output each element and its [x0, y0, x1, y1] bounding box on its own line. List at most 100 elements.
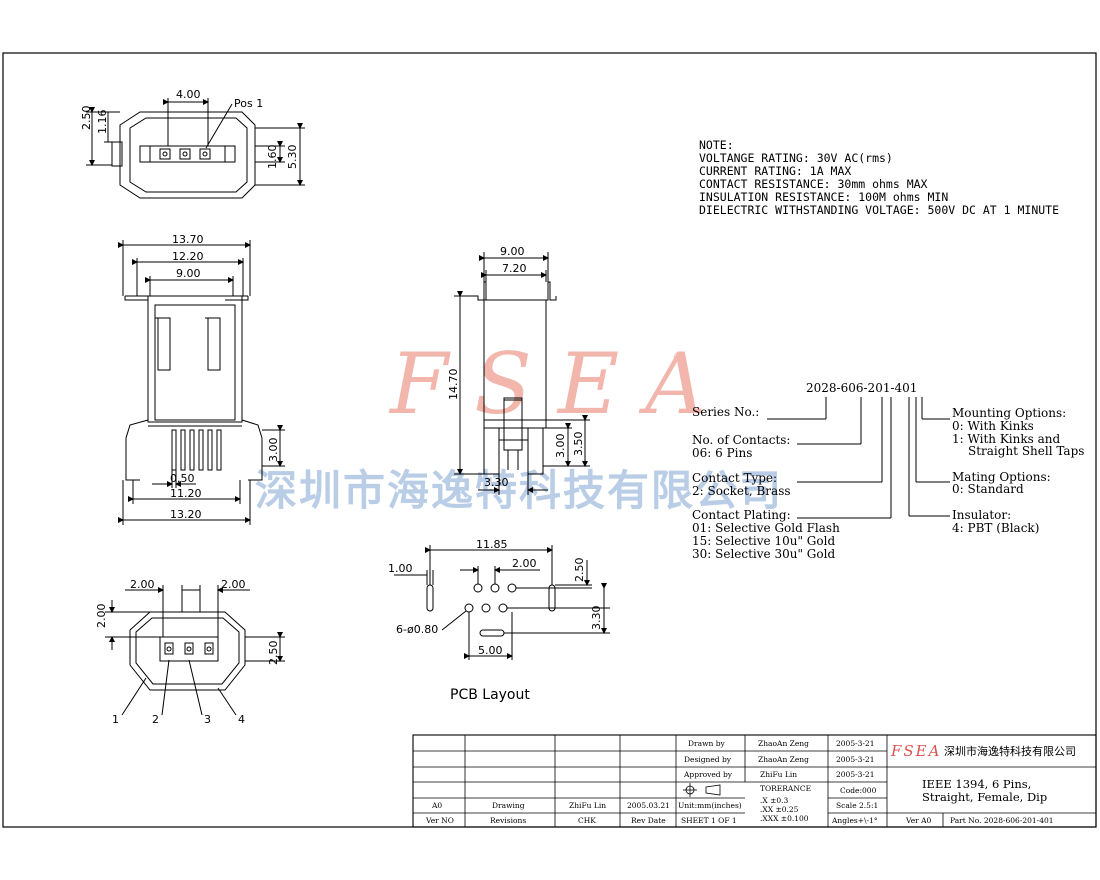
pcb-layout-label: PCB Layout [450, 687, 530, 703]
mounting-value: Straight Shell Taps [968, 444, 1084, 458]
rev-drawing: Drawing [492, 801, 525, 810]
description-line-2: Straight, Female, Dip [922, 790, 1047, 804]
dim-9-00: 9.00 [176, 267, 201, 280]
end-dim-2-00-c: 2.00 [95, 604, 108, 629]
watermark-company: 深圳市海逸特科技有限公司 [255, 466, 783, 515]
header-rev-date: Rev Date [631, 816, 666, 825]
mounting-label: Mounting Options: [952, 406, 1066, 420]
rev-chk-name: ZhiFu Lin [569, 801, 606, 810]
note-line: CURRENT RATING: 1A MAX [699, 164, 851, 178]
tolerance-3: .XXX ±0.100 [760, 814, 809, 823]
contacts-value: 06: 6 Pins [692, 446, 752, 460]
designed-date: 2005-3-21 [836, 755, 874, 764]
note-line: CONTACT RESISTANCE: 30mm ohms MAX [699, 177, 928, 191]
drawn-label: Drawn by [688, 739, 726, 748]
callout-4: 4 [238, 713, 245, 726]
mounting-value: 0: With Kinks [952, 419, 1034, 433]
side-dim-7-20: 7.20 [502, 262, 527, 275]
dim-1-16: 1.16 [96, 110, 109, 135]
plating-label: Contact Plating: [692, 508, 791, 522]
front-view [118, 240, 285, 525]
approved-name: ZhiFu Lin [760, 770, 797, 779]
dim-13-20: 13.20 [170, 508, 202, 521]
callout-1: 1 [112, 713, 119, 726]
mating-label: Mating Options: [952, 470, 1051, 484]
dim-13-70: 13.70 [172, 233, 204, 246]
side-dim-3-50: 3.50 [572, 432, 585, 457]
title-block-text: Drawn by ZhaoAn Zeng 2005-3-21 Designed … [425, 739, 1076, 825]
dim-5-30: 5.30 [286, 145, 299, 170]
pcb-layout-labels: 11.85 1.00 2.00 2.50 3.30 6-ø0.80 5.00 P… [388, 538, 603, 703]
pcb-dim-3-30: 3.30 [590, 606, 603, 631]
notes: NOTE: VOLTANGE RATING: 30V AC(rms) CURRE… [699, 138, 1059, 217]
drawn-date: 2005-3-21 [836, 739, 874, 748]
tolerance-2: .XX ±0.25 [760, 805, 799, 814]
dim-0-50: 0.50 [170, 472, 195, 485]
pcb-dim-5-00: 5.00 [478, 644, 503, 657]
approved-date: 2005-3-21 [836, 770, 874, 779]
drawn-name: ZhaoAn Zeng [758, 739, 809, 748]
note-line: INSULATION RESISTANCE: 100M ohms MIN [699, 190, 948, 204]
part-number-labels: 2028-606-201-401 Series No.: No. of Cont… [692, 381, 1084, 561]
designed-name: ZhaoAn Zeng [758, 755, 809, 764]
side-dim-14-70: 14.70 [447, 369, 460, 401]
watermark-registered: ® [672, 350, 686, 366]
pcb-dim-1-00: 1.00 [388, 562, 413, 575]
note-line: VOLTANGE RATING: 30V AC(rms) [699, 151, 893, 165]
side-dim-9-00: 9.00 [500, 245, 525, 258]
part-code: 2028-606-201-401 [806, 381, 917, 395]
designed-label: Designed by [684, 755, 732, 764]
title-logo: FSEA [890, 742, 941, 760]
callout-3: 3 [204, 713, 211, 726]
plating-value: 30: Selective 30u" Gold [692, 547, 835, 561]
header-revisions: Revisions [490, 816, 526, 825]
code: Code:000 [840, 786, 877, 795]
end-view [105, 585, 285, 716]
note-line: DIELECTRIC WITHSTANDING VOLTAGE: 500V DC… [699, 203, 1059, 217]
callout-2: 2 [152, 713, 159, 726]
insulator-value: 4: PBT (Black) [952, 521, 1039, 535]
watermark: FSEA ® 深圳市海逸特科技有限公司 [255, 335, 783, 515]
mating-value: 0: Standard [952, 482, 1024, 496]
watermark-brand: FSEA [388, 335, 732, 433]
dim-1-60: 1.60 [266, 145, 279, 170]
type-label: Contact Type: [692, 471, 777, 485]
series-label: Series No.: [692, 405, 759, 419]
header-chk: CHK [578, 816, 596, 825]
end-dim-2-50: 2.50 [267, 641, 280, 666]
side-dim-3-00: 3.00 [554, 434, 567, 459]
dim-12-20: 12.20 [172, 250, 204, 263]
sheet: SHEET 1 OF 1 [681, 816, 737, 825]
rev-date-value: 2005.03.21 [627, 801, 670, 810]
description-line-1: IEEE 1394, 6 Pins, [922, 777, 1031, 791]
header-ver-no: Ver NO [425, 816, 454, 825]
title-company: 深圳市海逸特科技有限公司 [944, 744, 1076, 758]
scale: Scale 2.5:1 [836, 801, 878, 810]
notes-heading: NOTE: [699, 138, 734, 152]
approved-label: Approved by [683, 770, 733, 779]
title-block-grid [412, 734, 1097, 828]
rev-a0: A0 [431, 801, 442, 810]
type-value: 2: Socket, Brass [692, 484, 791, 498]
side-dim-3-30: 3.30 [484, 476, 509, 489]
end-dim-2-00-b: 2.00 [221, 578, 246, 591]
title-part-number: Part No. 2028-606-201-401 [950, 816, 1054, 825]
pcb-layout [394, 545, 610, 660]
side-view-labels: 9.00 7.20 14.70 3.00 3.50 3.30 [447, 245, 585, 489]
tolerance-label: TORERANCE [760, 784, 811, 793]
pcb-dim-11-85: 11.85 [476, 538, 508, 551]
top-view-labels: 4.00 Pos 1 2.50 1.16 1.60 5.30 [80, 88, 299, 169]
side-view [454, 252, 590, 495]
mounting-value: 1: With Kinks and [952, 432, 1060, 446]
dim-3-00: 3.00 [267, 438, 280, 463]
pcb-dim-hole: 6-ø0.80 [396, 623, 438, 636]
plating-value: 01: Selective Gold Flash [692, 521, 840, 535]
part-number-breakdown [767, 397, 950, 519]
insulator-label: Insulator: [952, 508, 1011, 522]
version: Ver A0 [905, 816, 932, 825]
dim-2-50: 2.50 [80, 106, 93, 131]
pcb-dim-2-50: 2.50 [573, 558, 586, 583]
contacts-label: No. of Contacts: [692, 433, 790, 447]
units: Unit:mm(inches) [678, 801, 742, 810]
dim-11-20: 11.20 [170, 487, 202, 500]
